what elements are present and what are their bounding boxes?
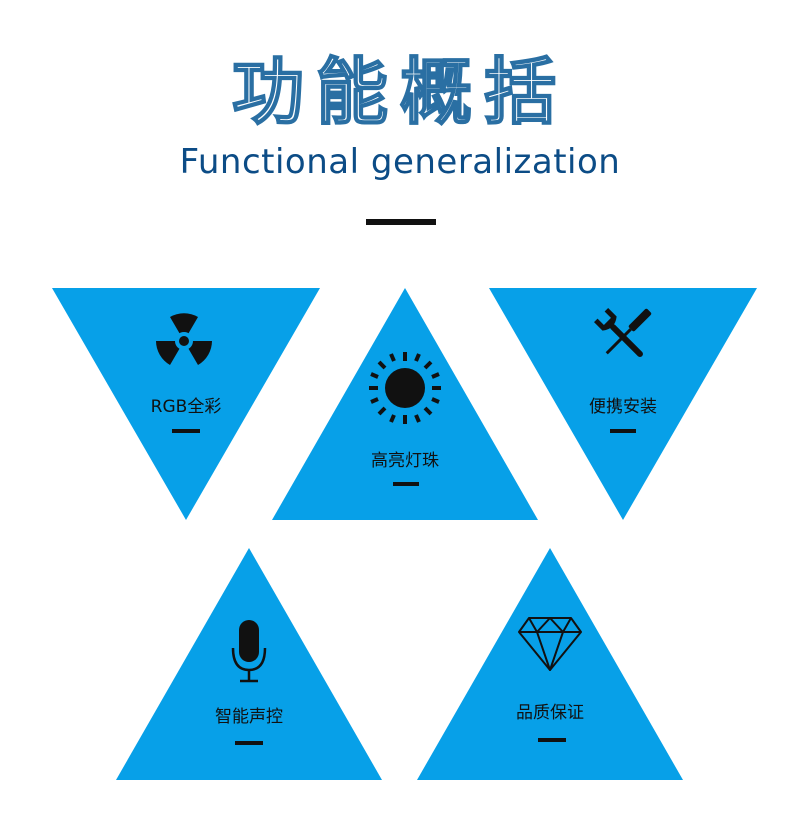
- triangle-shape: [417, 548, 683, 780]
- feature-rgb: RGB全彩: [52, 288, 320, 520]
- feature-label: RGB全彩: [150, 397, 222, 417]
- page-subtitle: Functional generalization: [179, 142, 621, 182]
- feature-label: 品质保证: [516, 703, 584, 723]
- page-title: 功能概括: [231, 50, 568, 134]
- radiation-icon: [156, 313, 212, 365]
- feature-dash: [538, 738, 566, 742]
- feature-dash: [172, 429, 200, 433]
- feature-dash: [393, 482, 419, 486]
- triangle-shape: [489, 288, 757, 520]
- feature-quality-guarantee: 品质保证: [417, 548, 683, 780]
- triangle-shape: [116, 548, 382, 780]
- sun-icon: [369, 352, 441, 424]
- feature-voice-control: 智能声控: [116, 548, 382, 780]
- feature-label: 智能声控: [215, 707, 283, 727]
- feature-portable-install: 便携安装: [489, 288, 757, 520]
- microphone-icon: [231, 620, 267, 683]
- feature-label: 便携安装: [589, 397, 657, 417]
- feature-dash: [235, 741, 263, 745]
- triangle-shape: [52, 288, 320, 520]
- tools-icon: [594, 308, 652, 357]
- feature-dash: [610, 429, 636, 433]
- diamond-icon: [518, 617, 582, 671]
- feature-label: 高亮灯珠: [371, 451, 439, 471]
- title-divider: [366, 219, 436, 225]
- feature-high-brightness: 高亮灯珠: [272, 288, 538, 520]
